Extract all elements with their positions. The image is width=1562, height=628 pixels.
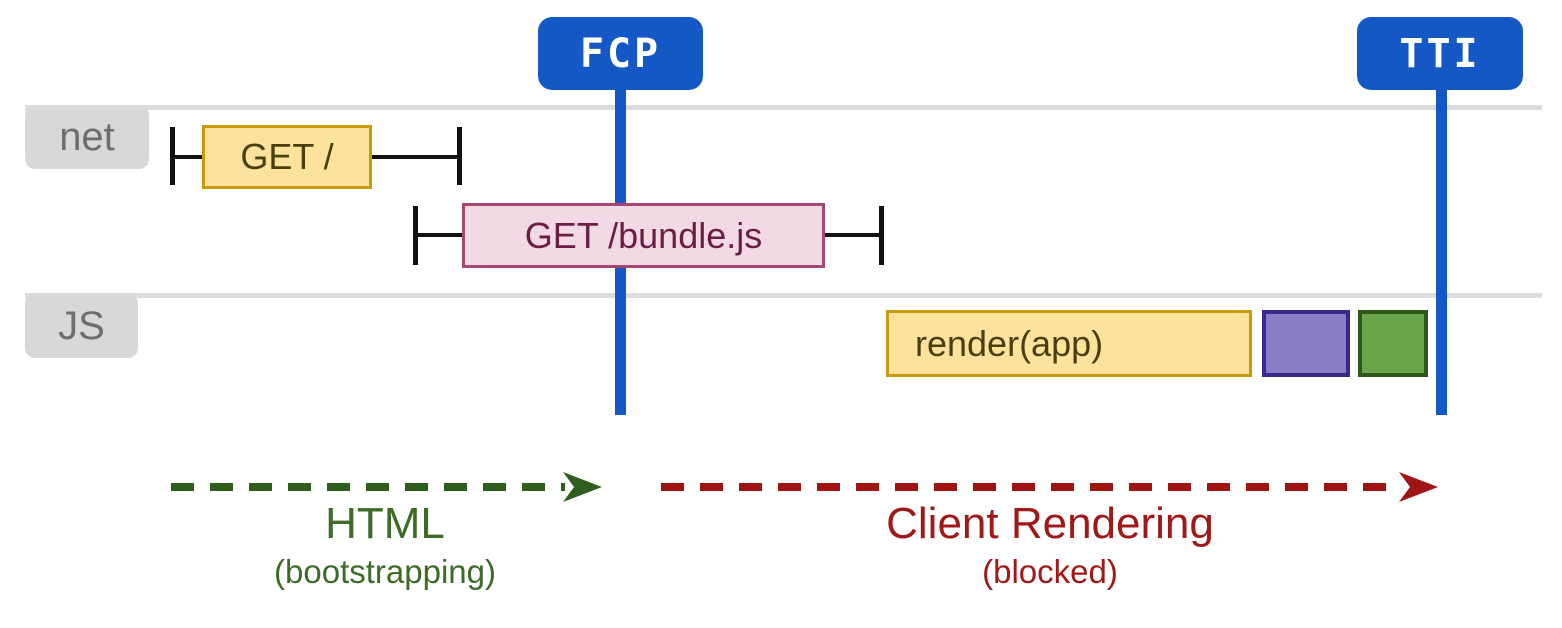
get-root-connector-left (173, 155, 203, 159)
get-root-task-label: GET / (240, 136, 334, 177)
html-phase-arrow (171, 472, 602, 502)
get-bundle-whisker-right (879, 206, 884, 265)
get-bundle-task-box: GET /bundle.js (462, 203, 825, 268)
tti-badge-label: TTI (1399, 30, 1481, 77)
render-app-task-box: render(app) (886, 310, 1252, 377)
client-rendering-phase-arrow (661, 472, 1438, 502)
client-rendering-phase-title: Client Rendering (886, 499, 1214, 548)
tti-badge: TTI (1357, 17, 1523, 90)
get-root-task-box: GET / (202, 125, 372, 189)
arrow-right-icon (1399, 472, 1438, 502)
green-task-box (1358, 310, 1428, 377)
lane-label-net-text: net (59, 115, 115, 159)
get-bundle-task-label: GET /bundle.js (524, 214, 763, 256)
tti-marker-line (1436, 88, 1447, 415)
get-root-connector-right (372, 155, 460, 159)
get-bundle-whisker-left (413, 206, 418, 265)
client-rendering-phase-subtitle: (blocked) (982, 552, 1118, 590)
client-rendering-phase-label: Client Rendering (blocked) (660, 499, 1440, 591)
html-phase-subtitle: (bootstrapping) (274, 552, 496, 590)
arrow-right-icon (563, 472, 602, 502)
html-phase-label: HTML (bootstrapping) (170, 499, 600, 591)
get-bundle-connector-left (416, 233, 462, 237)
render-app-task-label: render(app) (915, 322, 1104, 364)
lane-label-js-text: JS (58, 303, 105, 348)
fcp-badge-label: FCP (579, 30, 662, 77)
lane-label-js: JS (25, 293, 138, 358)
js-lane-line (25, 293, 1542, 298)
purple-task-box (1262, 310, 1350, 377)
html-phase-title: HTML (325, 499, 445, 548)
fcp-badge: FCP (538, 17, 703, 90)
get-bundle-connector-right (825, 233, 881, 237)
net-lane-line (25, 105, 1542, 110)
lane-label-net: net (25, 105, 149, 169)
get-root-whisker-left (170, 127, 175, 185)
get-root-whisker-right (457, 127, 462, 185)
